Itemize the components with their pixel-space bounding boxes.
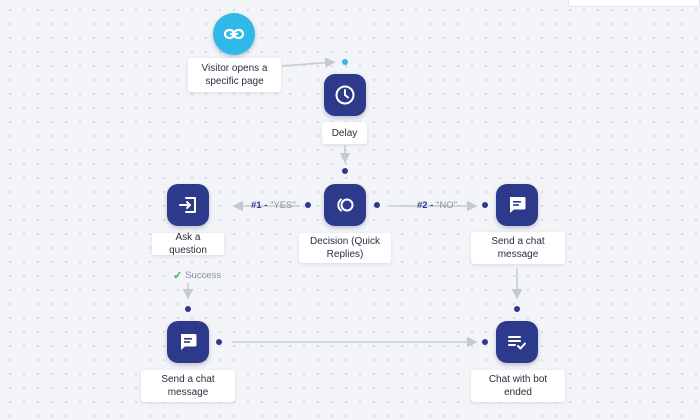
node-label-decision: Decision (Quick Replies) [299, 233, 391, 263]
edge-label-no-text: "NO" [436, 200, 458, 211]
edge-label-success-text: Success [185, 270, 222, 281]
output-port-send-left[interactable] [216, 339, 222, 345]
edge-label-yes-number: #1 - [251, 200, 268, 211]
edge-label-yes-text: "YES" [270, 200, 296, 211]
node-label-send-right: Send a chat message [471, 232, 565, 264]
input-port-ended-top[interactable] [514, 306, 520, 312]
chat-bubble-icon[interactable] [167, 321, 209, 363]
edge-label-yes: #1 - "YES" [251, 200, 296, 211]
node-label-visitor: Visitor opens a specific page [188, 58, 281, 92]
link-icon[interactable] [213, 13, 255, 55]
decision-icon[interactable] [324, 184, 366, 226]
check-icon: ✓ [173, 270, 183, 282]
input-port-ended-left[interactable] [482, 339, 488, 345]
edge-label-no-number: #2 - [417, 200, 434, 211]
input-arrow-icon[interactable] [167, 184, 209, 226]
node-label-send-left: Send a chat message [141, 370, 235, 402]
node-label-ask: Ask a question [152, 232, 224, 256]
node-label-ended: Chat with bot ended [471, 370, 565, 402]
node-label-delay: Delay [322, 122, 367, 144]
clock-icon[interactable] [324, 74, 366, 116]
input-port-delay[interactable] [342, 59, 348, 65]
output-port-no[interactable] [374, 202, 380, 208]
input-port-send-left[interactable] [185, 306, 191, 312]
chat-bubble-icon[interactable] [496, 184, 538, 226]
list-check-icon[interactable] [496, 321, 538, 363]
input-port-send-right[interactable] [482, 202, 488, 208]
input-port-decision[interactable] [342, 168, 348, 174]
edge-label-no: #2 - "NO" [417, 200, 457, 211]
edge-visitor-delay [281, 57, 336, 68]
output-port-yes[interactable] [305, 202, 311, 208]
edge-label-success: ✓ Success [173, 269, 221, 282]
